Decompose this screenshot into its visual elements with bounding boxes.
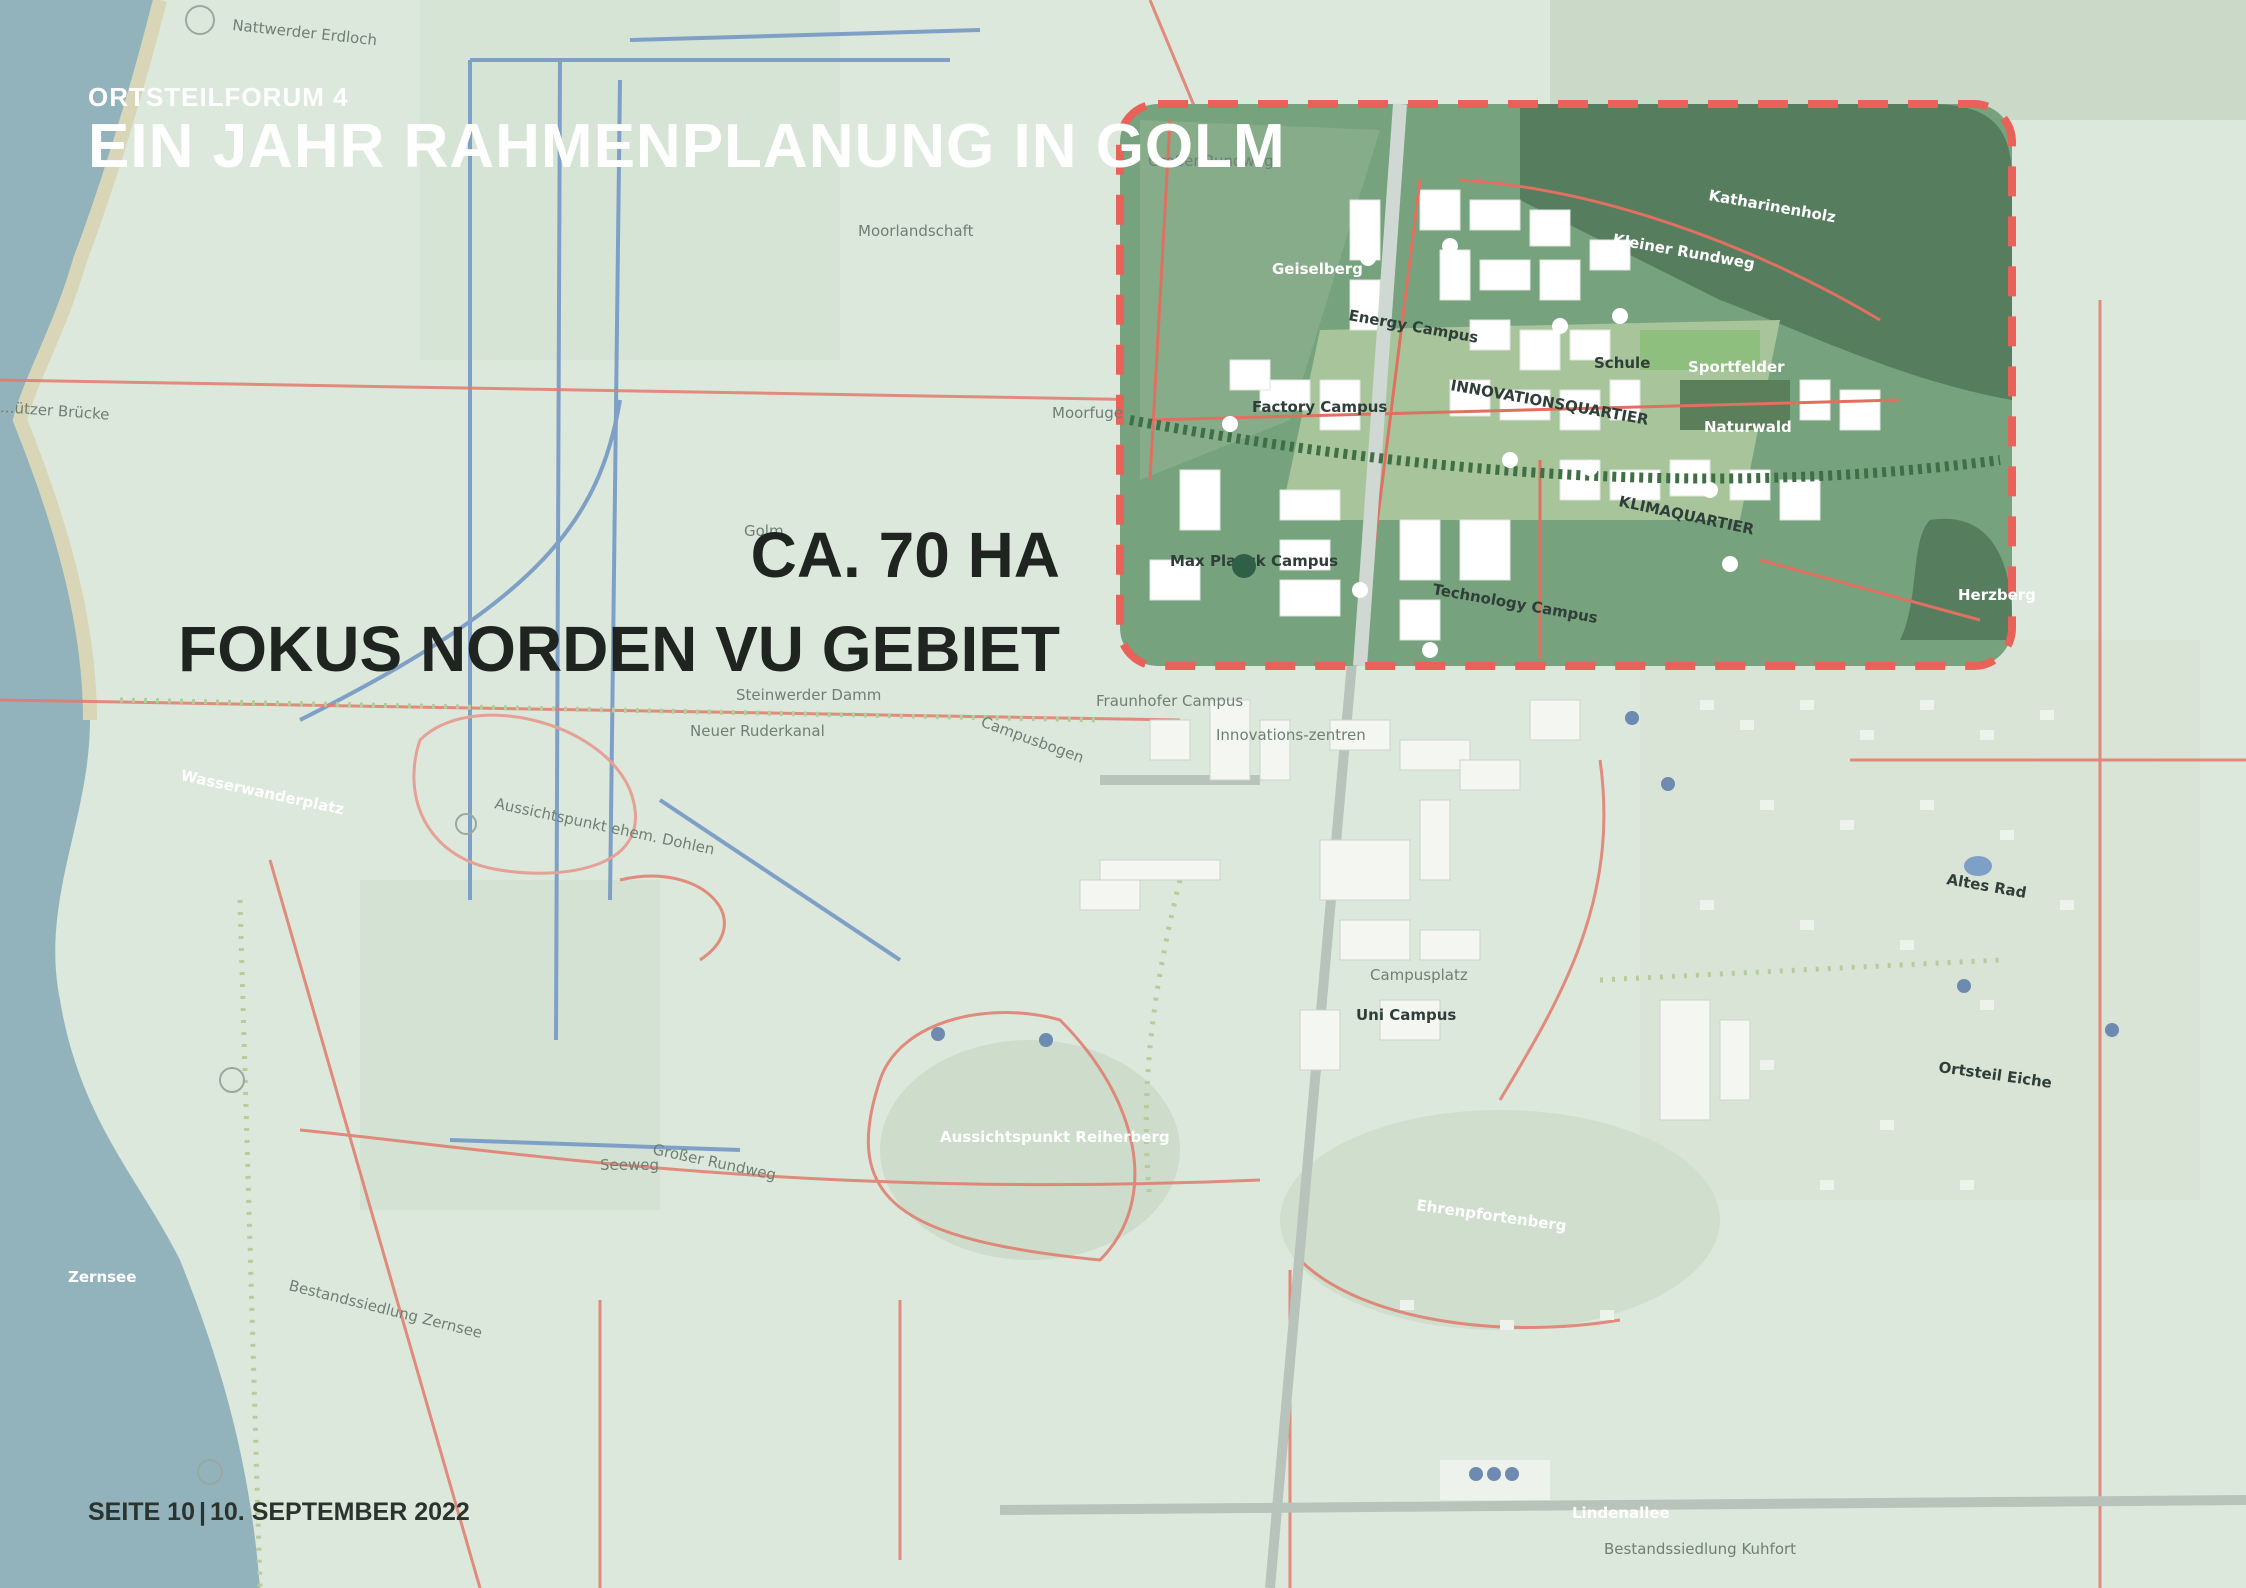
map-label: Naturwald [1704,418,1792,436]
poi-icon [1552,318,1568,334]
geiselberg-area [1140,120,1380,480]
forest-top [1550,0,2246,120]
map-label: Innovations-zentren [1216,726,1366,744]
settlement-blocks [1079,699,1751,1121]
zernsee-water [0,0,260,1588]
max-planck-icon [1232,554,1256,578]
poi-icon [931,1027,945,1041]
map-label: Zernsee [68,1268,136,1286]
map-label: Campusplatz [1370,966,1468,984]
focus-area-border [1116,100,2016,670]
poi-icon [1487,1467,1501,1481]
map-label: Uni Campus [1356,1006,1456,1024]
map-label: Neuer Ruderkanal [690,722,825,740]
settlement-eiche [1640,640,2200,1200]
map-icons [185,5,2119,1485]
poi-icon [2105,1023,2119,1037]
map-label: Moorfuge [1052,404,1123,422]
map-label: Steinwerder Damm [736,686,881,704]
page-title: EIN JAHR RAHMENPLANUNG IN GOLM [88,112,1286,181]
poi-icon [1422,642,1438,658]
plan-area [1120,103,2012,667]
poi-icon [1612,308,1628,324]
map-label: Großer Rundweg [1148,152,1274,170]
poi-icon [1505,1467,1519,1481]
footer-date: 10. SEPTEMBER 2022 [210,1498,470,1526]
forum-kicker: ORTSTEILFORUM 4 [88,82,349,112]
poi-icon [1039,1033,1053,1047]
dohlen-loop [412,713,637,875]
page-header: ORTSTEILFORUM 4 EIN JAHR RAHMENPLANUNG I… [88,82,1286,179]
map-label: Golm [744,522,784,540]
poi-icon [1957,979,1971,993]
map-label: Schule [1594,354,1650,372]
poi-icon [1352,582,1368,598]
focus-area-description: FOKUS NORDEN VU GEBIET [178,613,1060,685]
map-label: Bestandssiedlung Kuhfort [1604,1540,1796,1558]
map-label: Lindenallee [1572,1504,1670,1522]
poi-icon [1360,250,1376,266]
viewpoint-icon [197,1459,223,1485]
map-label: Geiselberg [1272,260,1363,278]
poi-icon [1222,416,1238,432]
page-footer: SEITE 10|10. SEPTEMBER 2022 [88,1498,470,1527]
map-label: Seeweg [600,1156,659,1174]
poi-icon [1661,777,1675,791]
map-label: Factory Campus [1252,398,1387,416]
poi-icon [1702,482,1718,498]
katharinenholz-forest [1520,104,2012,400]
footer-separator: | [199,1498,206,1526]
altes-rad-pond [1964,856,1992,876]
poi-icon [1582,460,1598,476]
shoreline [12,0,167,721]
poi-icon [1722,556,1738,572]
poi-icon [1469,1467,1483,1481]
poi-icon [1442,238,1458,254]
viewpoint-icon [185,5,215,35]
map-label: Fraunhofer Campus [1096,692,1243,710]
page-number: SEITE 10 [88,1498,195,1526]
herzberg-forest [1900,518,2012,640]
poi-icon [1625,711,1639,725]
viewpoint-icon [455,813,477,835]
sportfelder [1640,330,1760,370]
focus-callout: CA. 70 HA FOKUS NORDEN VU GEBIET [178,508,1060,696]
reiherberg-forest [880,1040,1180,1260]
map-label: Herzberg [1958,586,2036,604]
map-label: Sportfelder [1688,358,1785,376]
focus-area-size: CA. 70 HA [750,519,1060,591]
map-label: Aussichtspunkt Reiherberg [940,1128,1170,1146]
tree-lines [119,697,2001,1588]
viewpoint-icon [219,1067,245,1093]
map-label: Moorlandschaft [858,222,974,240]
poi-icon [1502,452,1518,468]
ehrenpfortenberg-forest [1280,1110,1720,1330]
